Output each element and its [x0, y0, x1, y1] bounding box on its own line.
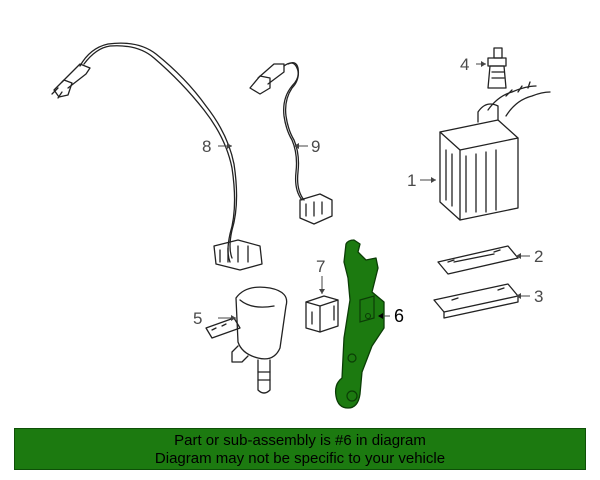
callout-5[interactable]: 5 — [193, 309, 203, 328]
part-6-bracket-highlighted[interactable] — [334, 239, 385, 409]
callout-8[interactable]: 8 — [202, 137, 212, 156]
part-2-plate[interactable] — [437, 245, 519, 275]
callout-1[interactable]: 1 — [407, 171, 417, 190]
callout-3[interactable]: 3 — [534, 287, 544, 306]
callout-7[interactable]: 7 — [316, 257, 326, 276]
callout-9[interactable]: 9 — [311, 137, 321, 156]
callout-6[interactable]: 6 — [394, 306, 405, 326]
part-9-oxygen-sensor[interactable] — [249, 62, 333, 225]
part-notice-banner: Part or sub-assembly is #6 in diagram Di… — [14, 428, 586, 470]
parts-diagram — [51, 42, 551, 409]
part-8-oxygen-sensor[interactable] — [51, 42, 263, 271]
callout-4[interactable]: 4 — [460, 55, 470, 74]
notice-line-2: Diagram may not be specific to your vehi… — [154, 450, 446, 467]
part-1-canister[interactable] — [439, 81, 551, 221]
part-7-clip[interactable] — [305, 295, 339, 333]
callout-2[interactable]: 2 — [534, 247, 544, 266]
notice-line-1: Part or sub-assembly is #6 in diagram — [174, 432, 426, 449]
part-3-bracket[interactable] — [433, 283, 519, 319]
part-5-purge-valve[interactable] — [205, 286, 288, 394]
part-4-valve[interactable] — [487, 47, 507, 89]
